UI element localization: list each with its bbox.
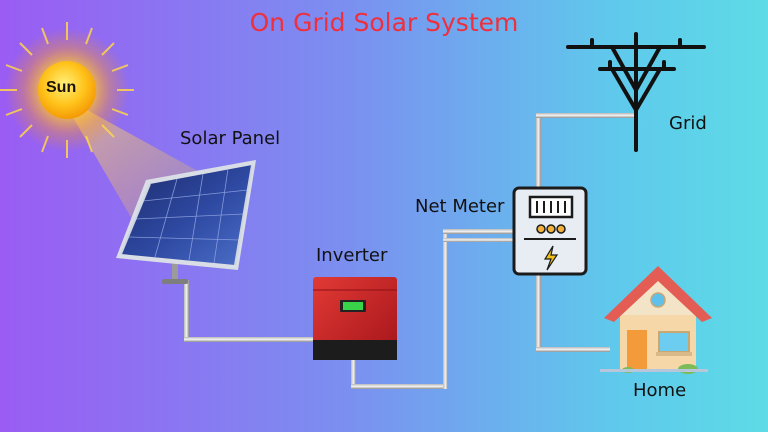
- inverter-icon: [313, 277, 397, 360]
- solar-panel-icon: [116, 160, 256, 284]
- home-label: Home: [633, 380, 687, 401]
- solar-panel-label: Solar Panel: [180, 128, 281, 149]
- grid-label: Grid: [669, 113, 707, 134]
- power-pole-icon: [566, 32, 706, 152]
- net-meter-label: Net Meter: [415, 196, 505, 217]
- connection-wires: [184, 113, 636, 389]
- house-icon: [600, 266, 712, 374]
- inverter-label: Inverter: [316, 245, 388, 266]
- net-meter-icon: [512, 186, 588, 276]
- diagram-title: On Grid Solar System: [249, 8, 519, 37]
- sun-label: Sun: [46, 79, 77, 96]
